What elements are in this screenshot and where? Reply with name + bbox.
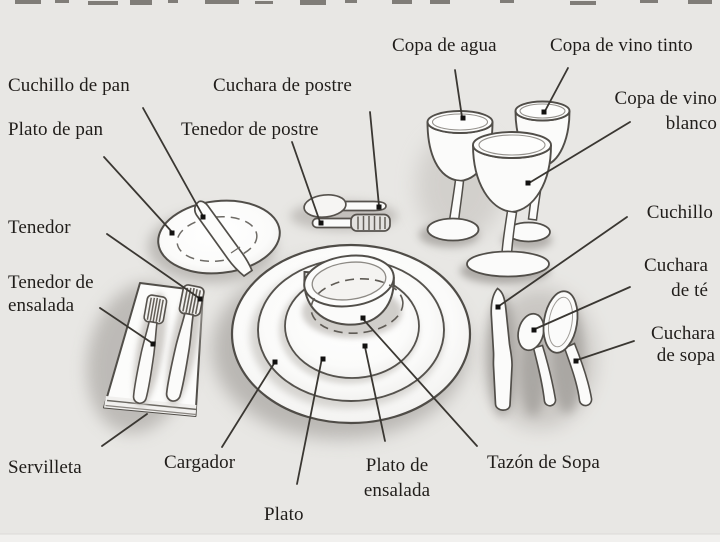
label-white-wine-glass: Copa de vino blanco [614, 88, 717, 134]
hidden-rim-dashed [310, 278, 404, 334]
label-dinner-plate: Plato [264, 504, 304, 525]
label-red-wine-glass: Copa de vino tinto [550, 35, 693, 56]
leader-dots [150, 109, 579, 365]
label-bread-plate: Plato de pan [8, 119, 104, 140]
knife [490, 287, 513, 411]
top-edge-artifacts [15, 0, 712, 5]
label-dinner-fork: Tenedor [8, 217, 71, 238]
label-salad-fork: Tenedor de ensalada [8, 272, 94, 316]
butter-knife [193, 200, 254, 278]
white-wine-glass [466, 131, 552, 278]
label-napkin: Servilleta [8, 457, 82, 478]
label-soup-spoon: Cuchara de sopa [651, 323, 715, 366]
bottom-edge-strip [0, 534, 720, 542]
label-water-glass: Copa de agua [392, 35, 497, 56]
label-knife: Cuchillo [646, 202, 713, 223]
label-soup-bowl: Tazón de Sopa [487, 452, 600, 473]
label-charger: Cargador [164, 452, 236, 473]
label-salad-plate: Plato de ensalada [363, 455, 431, 501]
label-dessert-fork: Tenedor de postre [181, 119, 319, 140]
soup-bowl [303, 254, 395, 326]
leader-lines [99, 67, 635, 485]
label-teaspoon: Cuchara de té [644, 255, 708, 301]
soup-spoon [542, 290, 593, 407]
label-dessert-spoon: Cuchara de postre [213, 75, 352, 96]
label-bread-knife: Cuchillo de pan [8, 75, 130, 96]
